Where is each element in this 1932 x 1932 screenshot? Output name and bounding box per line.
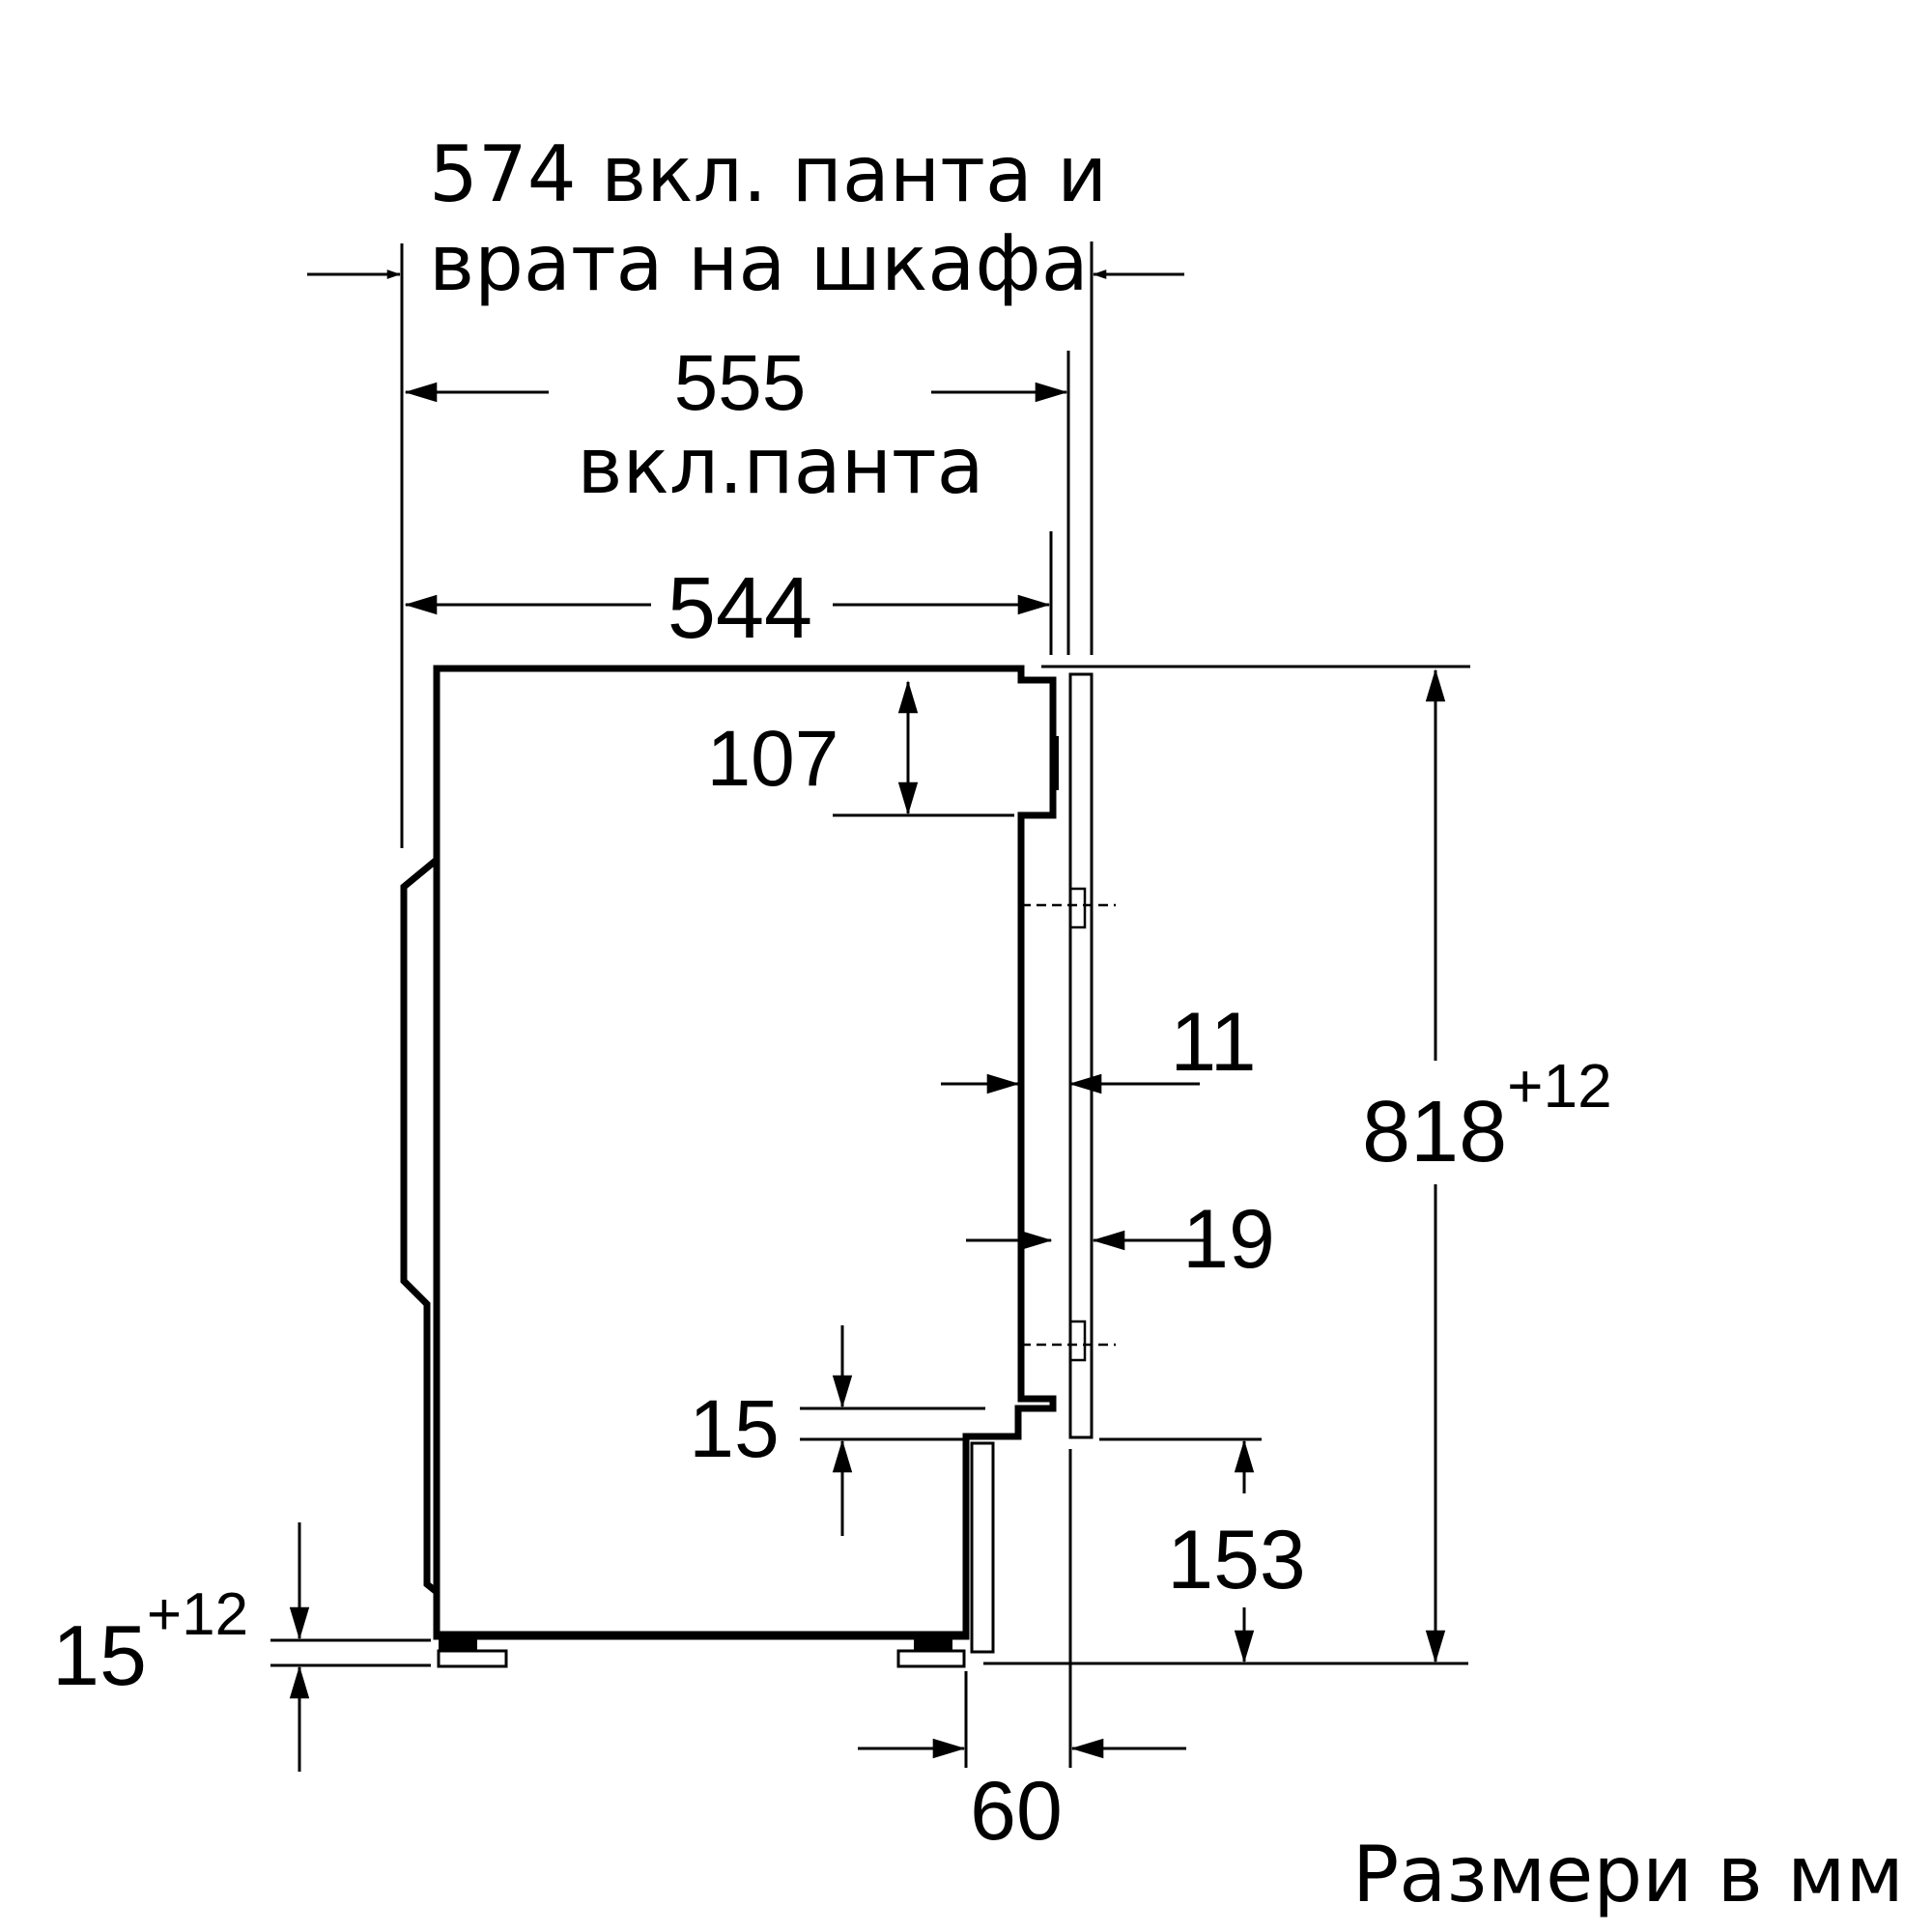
foot-rear <box>437 1638 508 1668</box>
title-line-1: 574 вкл. панта и <box>429 129 1107 219</box>
dim-feet-base: 15 <box>52 1607 147 1703</box>
dim-60: 60 <box>970 1765 1063 1858</box>
dim-818-tolerance: +12 <box>1507 1051 1612 1121</box>
extension-lines <box>270 242 1470 1768</box>
dim-544: 544 <box>668 560 812 657</box>
dim-107: 107 <box>707 715 839 803</box>
kick-plate <box>970 1441 995 1654</box>
dim-feet: 15+12 <box>52 1581 248 1703</box>
dim-feet-tolerance: +12 <box>147 1581 248 1648</box>
dim-555-note: вкл.панта <box>577 421 983 511</box>
dim-153: 153 <box>1167 1514 1306 1606</box>
dim-555-value: 555 <box>674 339 807 427</box>
title-line-2: врата на шкафа <box>429 218 1089 308</box>
cabinet-door <box>1021 672 1116 1439</box>
appliance-outline <box>400 665 1059 1640</box>
dim-11: 11 <box>1170 996 1256 1089</box>
dimension-arrows <box>289 270 1446 1772</box>
dim-15: 15 <box>689 1383 779 1474</box>
dim-19: 19 <box>1182 1193 1275 1286</box>
dim-818-base: 818 <box>1362 1084 1507 1180</box>
foot-front <box>896 1638 966 1668</box>
dim-818: 818+12 <box>1362 1051 1612 1180</box>
units-note: Размери в мм <box>1352 1830 1904 1919</box>
